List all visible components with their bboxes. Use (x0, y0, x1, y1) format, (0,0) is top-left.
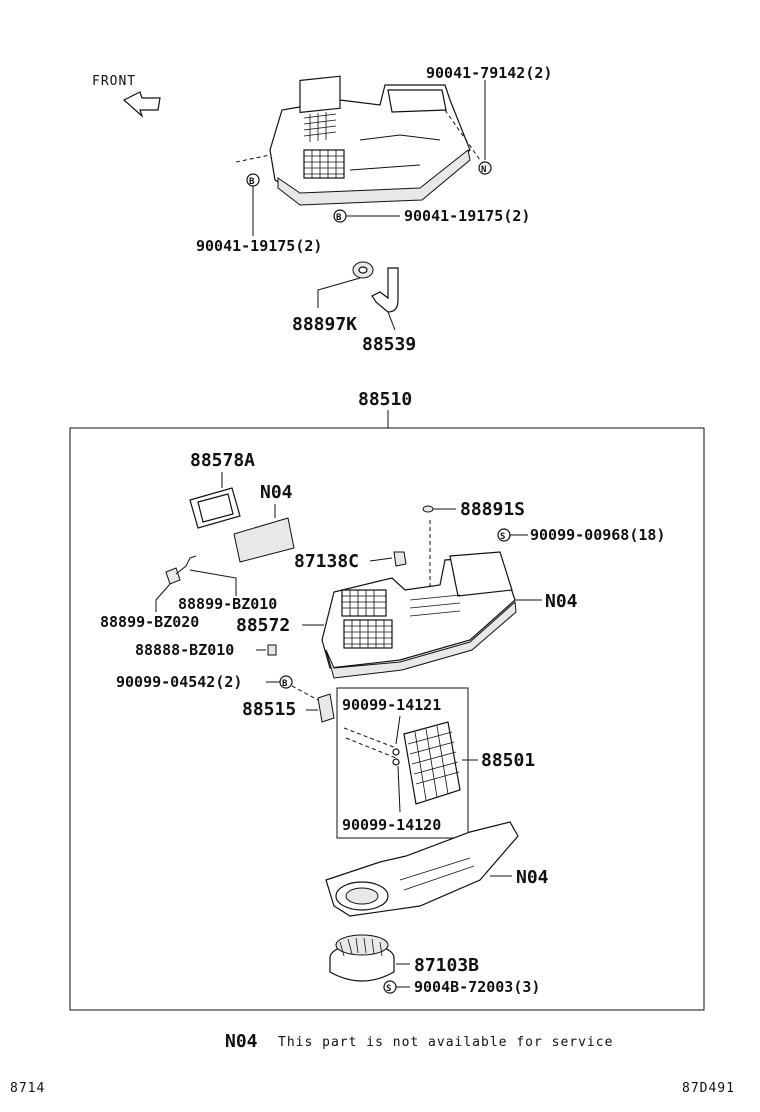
svg-text:B: B (336, 213, 342, 223)
footer-right: 87D491 (682, 1081, 735, 1096)
hvac-case-lower (325, 821, 519, 917)
label-blower: 87103B (414, 955, 479, 976)
hvac-unit-top (269, 75, 471, 206)
label-filter-frame: 88578A (190, 450, 255, 471)
evaporator-frame (336, 687, 469, 839)
label-evaporator: 88501 (481, 750, 535, 771)
front-arrow-icon (122, 91, 161, 118)
label-screw-b-right: 90041-19175(2) (404, 207, 530, 225)
label-actuator-small: 87138C (294, 551, 359, 572)
label-assembly: 88510 (358, 389, 412, 410)
svg-text:B: B (282, 679, 288, 689)
filter-element-icon (233, 517, 295, 563)
footer-left: 8714 (10, 1081, 45, 1096)
label-screw-s-18: 90099-00968(18) (530, 526, 665, 544)
label-harness-2: 88899-BZ020 (100, 613, 199, 631)
label-resistor: 88515 (242, 699, 296, 720)
legend-text: This part is not available for service (278, 1035, 613, 1050)
label-clamp-2: 90099-14120 (342, 816, 441, 834)
assembly-frame (69, 427, 705, 1011)
clip-icon (422, 505, 434, 513)
resistor-icon (317, 693, 335, 723)
label-hose: 88539 (362, 334, 416, 355)
label-clip: 88891S (460, 499, 525, 520)
label-n04-case-upper: N04 (545, 591, 578, 612)
front-label: FRONT (92, 74, 136, 89)
label-clamp-1: 90099-14121 (342, 696, 441, 714)
callout-n (478, 161, 492, 175)
label-n04-case-lower: N04 (516, 867, 549, 888)
callout-b-2 (279, 675, 293, 689)
label-screw-b-left: 90041-19175(2) (196, 237, 322, 255)
label-case: 88572 (236, 615, 290, 636)
label-n04-filter: N04 (260, 482, 293, 503)
svg-text:S: S (386, 984, 391, 994)
label-harness-1: 88899-BZ010 (178, 595, 277, 613)
svg-text:B: B (249, 177, 255, 187)
label-grommet: 88897K (292, 314, 357, 335)
actuator-icon (393, 551, 407, 567)
evaporator-icon (403, 721, 461, 805)
svg-text:N: N (481, 165, 486, 175)
hvac-case (321, 551, 517, 679)
label-screw-n-top: 90041-79142(2) (426, 64, 552, 82)
harness-connector-icon (165, 567, 181, 585)
connector-icon (267, 644, 277, 656)
legend-code: N04 (225, 1031, 258, 1052)
label-screw-b-2: 90099-04542(2) (116, 673, 242, 691)
svg-text:S: S (500, 532, 505, 542)
label-screw-s-3: 9004B-72003(3) (414, 978, 540, 996)
label-connector: 88888-BZ010 (135, 641, 234, 659)
blower-motor-icon (329, 934, 395, 982)
hose-icon (371, 267, 399, 313)
